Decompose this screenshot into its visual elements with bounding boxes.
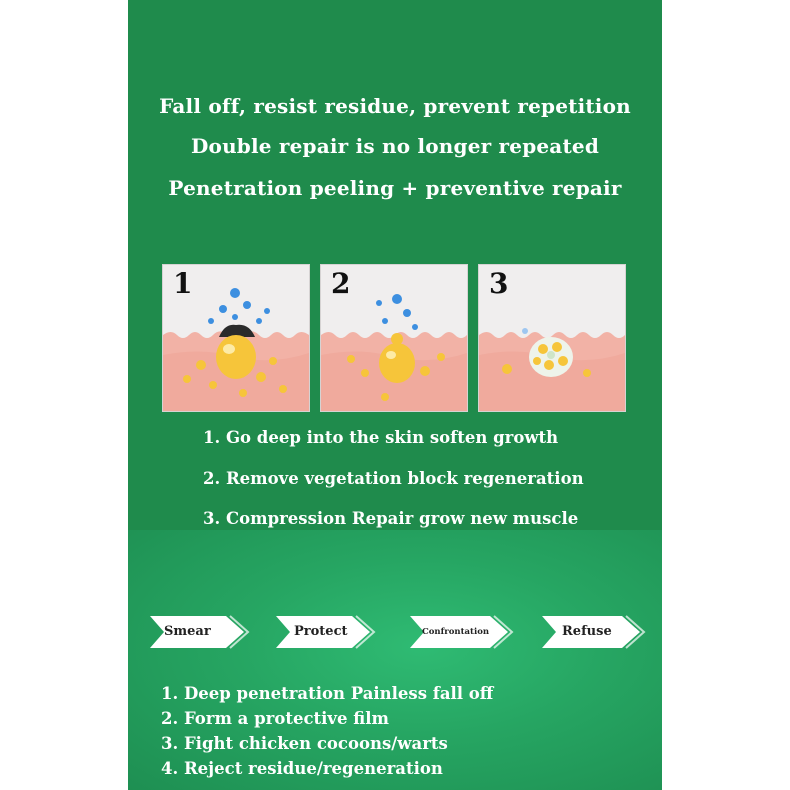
step-3-card: 3 xyxy=(478,264,626,412)
step-2-number: 2 xyxy=(331,267,351,300)
benefit-4: 4. Reject residue/regeneration xyxy=(161,759,443,778)
chevron-arrow-icon xyxy=(150,615,250,649)
point-2: 2. Remove vegetation block regeneration xyxy=(203,469,584,488)
bottom-gradient-section xyxy=(128,530,662,790)
headline-2: Double repair is no longer repeated xyxy=(190,134,600,158)
product-panel: Fall off, resist residue, prevent repeti… xyxy=(128,0,662,790)
growth-removal-illustration xyxy=(321,294,467,411)
step-1-card: 1 xyxy=(162,264,310,412)
step-2-card: 2 xyxy=(320,264,468,412)
headline-1: Fall off, resist residue, prevent repeti… xyxy=(159,94,631,118)
headline-3: Penetration peeling + preventive repair xyxy=(168,176,622,200)
step-1-number: 1 xyxy=(173,267,193,300)
benefit-1: 1. Deep penetration Painless fall off xyxy=(161,684,494,703)
process-protect: Protect xyxy=(276,612,376,652)
chevron-arrow-icon xyxy=(276,615,376,649)
chevron-arrow-icon xyxy=(410,615,514,649)
chevron-arrow-icon xyxy=(542,615,646,649)
process-label-refuse: Refuse xyxy=(562,624,612,639)
process-label-confrontation: Confrontation xyxy=(422,627,490,637)
benefit-3: 3. Fight chicken cocoons/warts xyxy=(161,734,448,753)
process-refuse: Refuse xyxy=(542,612,646,652)
process-smear: Smear xyxy=(150,612,250,652)
point-1: 1. Go deep into the skin soften growth xyxy=(203,428,559,447)
skin-repair-illustration xyxy=(479,328,625,411)
process-label-protect: Protect xyxy=(294,624,348,639)
process-label-smear: Smear xyxy=(164,624,211,639)
skin-growth-softening-illustration xyxy=(163,288,309,411)
benefit-2: 2. Form a protective film xyxy=(161,709,389,728)
process-confrontation: Confrontation xyxy=(410,612,514,652)
point-3: 3. Compression Repair grow new muscle xyxy=(203,509,579,528)
step-3-number: 3 xyxy=(489,267,509,300)
